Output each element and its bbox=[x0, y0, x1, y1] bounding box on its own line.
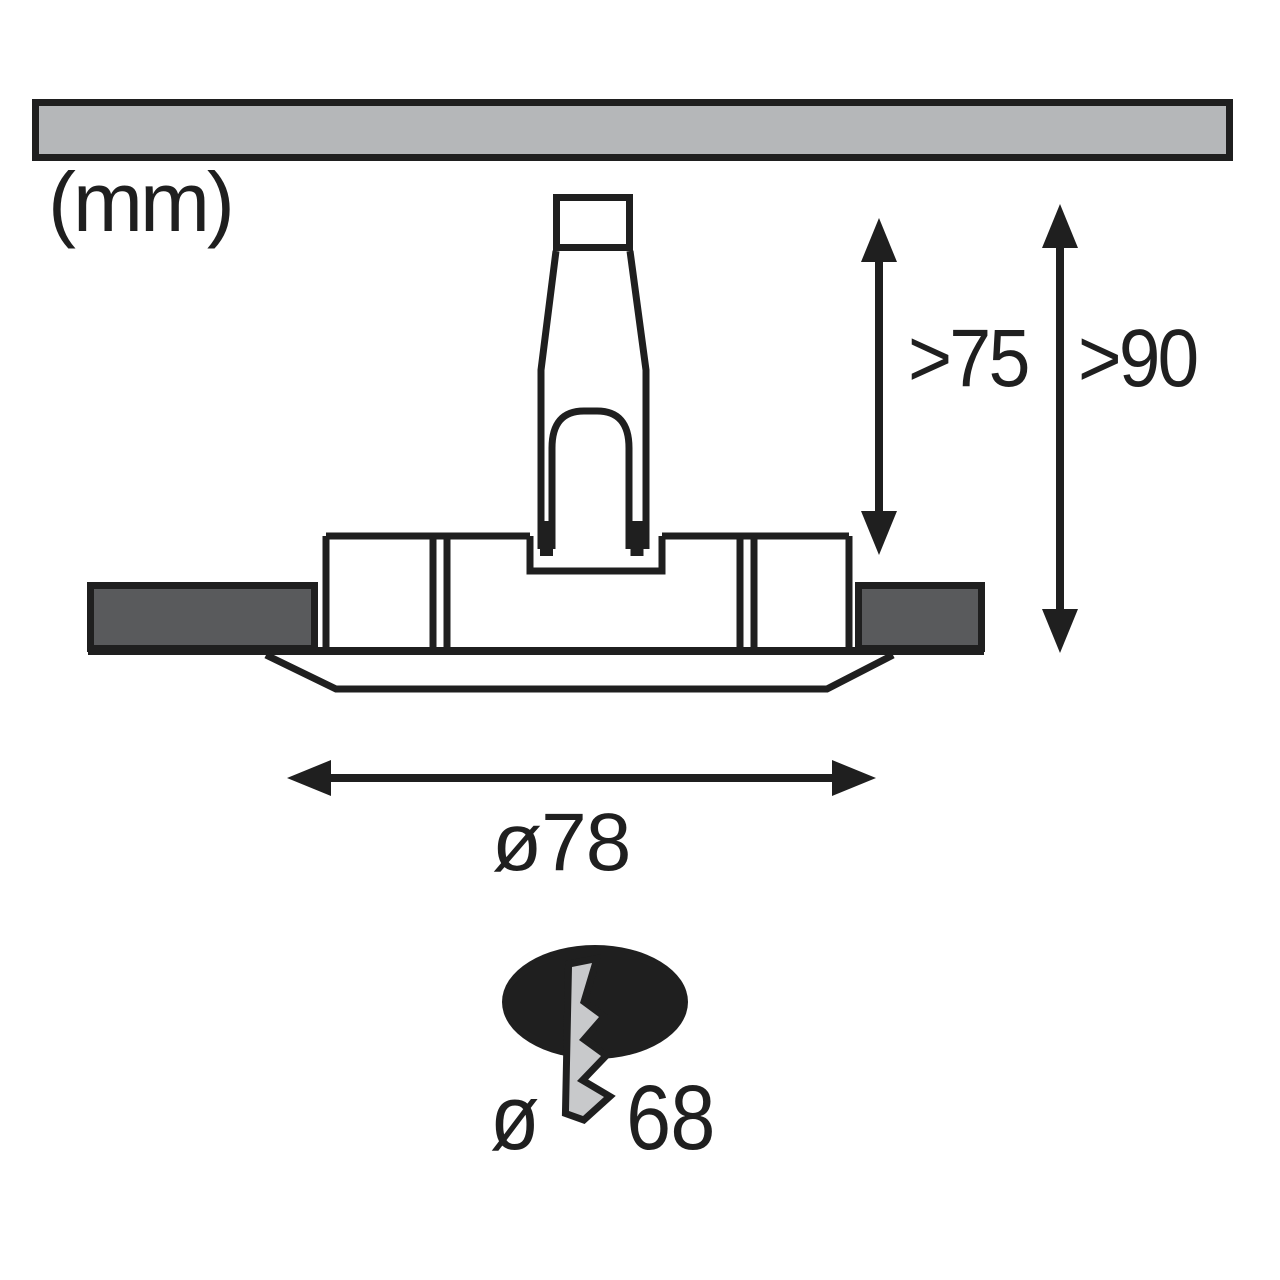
unit-label: (mm) bbox=[48, 155, 235, 249]
ceiling-cut-right bbox=[855, 582, 985, 652]
connector-cap bbox=[553, 194, 633, 251]
lightning-bolt-icon bbox=[561, 953, 616, 1125]
dim-arrow-diameter bbox=[287, 760, 876, 796]
dim-label-recess-depth: >75 bbox=[908, 313, 1030, 404]
housing-sides bbox=[322, 536, 853, 650]
dim-label-total-depth: >90 bbox=[1078, 313, 1199, 404]
dim-arrow-total-depth bbox=[1042, 204, 1078, 653]
ceiling-cut-left bbox=[87, 582, 318, 652]
dim-label-diameter: ø78 bbox=[492, 797, 631, 888]
terminal-left bbox=[540, 521, 553, 556]
dim-label-cutout: ø 68 bbox=[490, 1067, 715, 1169]
connector-body bbox=[537, 250, 650, 549]
cutout-hole-icon bbox=[502, 945, 688, 1059]
terminal-right bbox=[630, 521, 644, 556]
dim-arrow-recess-depth bbox=[861, 218, 897, 555]
connector-inner-sleeve bbox=[548, 407, 633, 549]
housing-inner-lines bbox=[429, 536, 758, 650]
lightning-bolt-fill bbox=[569, 963, 604, 1116]
trim-ring bbox=[264, 651, 895, 693]
ceiling-panel bbox=[32, 99, 1233, 161]
housing-well bbox=[526, 536, 666, 575]
